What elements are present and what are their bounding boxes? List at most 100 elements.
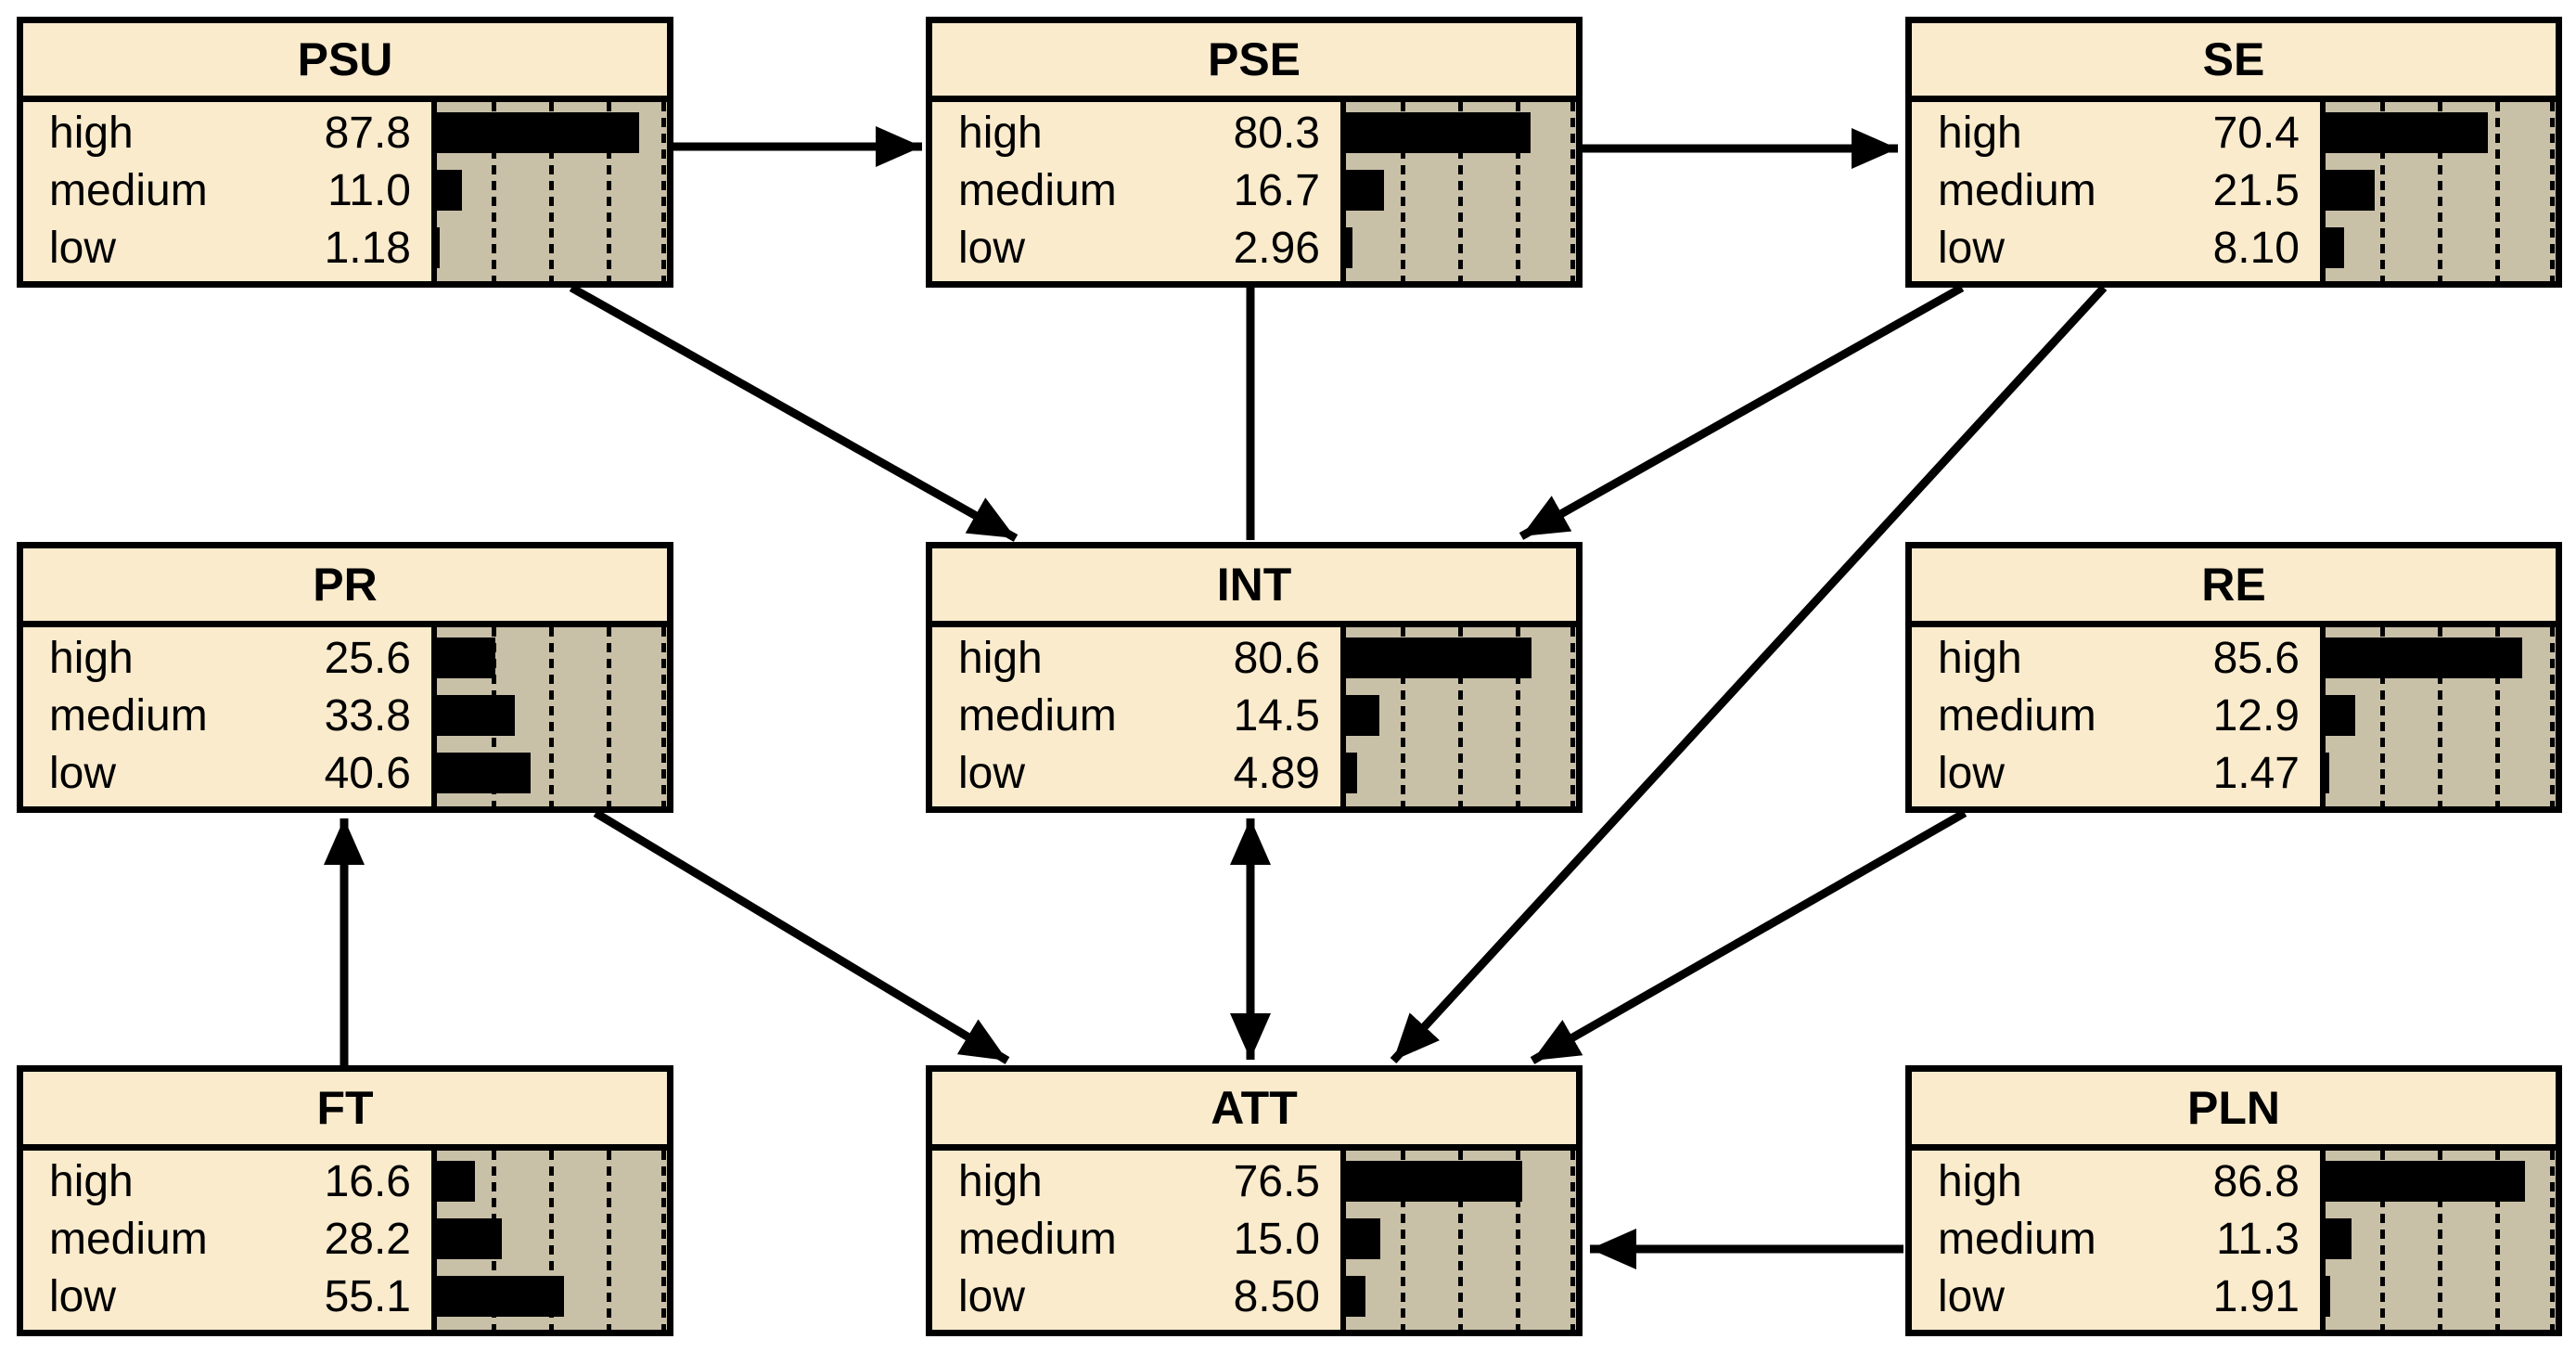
- state-row: high 86.8: [1912, 1152, 2300, 1210]
- belief-bar: [437, 1218, 502, 1259]
- gridline: [2380, 1151, 2385, 1330]
- gridline: [661, 102, 666, 281]
- belief-bar: [2326, 1218, 2352, 1259]
- gridline: [1401, 1151, 1405, 1330]
- state-value: 2.96: [1233, 223, 1320, 273]
- state-row: low 1.18: [23, 219, 411, 277]
- belief-bar-chart: [431, 1151, 667, 1330]
- gridline: [549, 1151, 554, 1330]
- belief-bar: [1346, 753, 1358, 793]
- state-label: high: [1938, 633, 2022, 683]
- belief-bar: [437, 637, 496, 678]
- state-value: 8.50: [1233, 1271, 1320, 1321]
- state-label: low: [49, 748, 117, 798]
- gridline: [1516, 102, 1520, 281]
- state-label: low: [49, 1271, 117, 1321]
- state-label: high: [1938, 1156, 2022, 1206]
- node-body: high 76.5 medium 15.0 low 8.50: [932, 1151, 1576, 1330]
- state-value: 16.6: [324, 1156, 411, 1206]
- node-PSU: PSU high 87.8 medium 11.0 low 1.18: [17, 17, 673, 288]
- state-row: high 87.8: [23, 104, 411, 161]
- state-label: medium: [1938, 165, 2096, 215]
- belief-bar: [437, 753, 531, 793]
- edge-PSU-INT: [569, 284, 1019, 542]
- belief-bar-chart: [2320, 102, 2556, 281]
- state-row: low 4.89: [932, 744, 1320, 802]
- node-title: PR: [23, 548, 667, 627]
- state-row: high 76.5: [932, 1152, 1320, 1210]
- gridline: [1570, 102, 1575, 281]
- node-title: RE: [1912, 548, 2556, 627]
- state-row: medium 33.8: [23, 687, 411, 744]
- gridline: [2438, 1151, 2442, 1330]
- state-row: medium 14.5: [932, 687, 1320, 744]
- node-INT: INT high 80.6 medium 14.5 low 4.89: [926, 542, 1583, 813]
- state-value: 21.5: [2212, 165, 2300, 215]
- belief-bar: [2326, 637, 2523, 678]
- belief-bar: [437, 1161, 476, 1202]
- node-SE: SE high 70.4 medium 21.5 low 8.10: [1905, 17, 2562, 288]
- belief-bar: [1346, 1161, 1522, 1202]
- state-row: high 70.4: [1912, 104, 2300, 161]
- node-body: high 87.8 medium 11.0 low 1.18: [23, 102, 667, 281]
- belief-bar: [1346, 112, 1532, 153]
- belief-bar: [437, 1276, 564, 1317]
- state-value: 14.5: [1233, 690, 1320, 740]
- state-value: 40.6: [324, 748, 411, 798]
- state-value: 28.2: [324, 1214, 411, 1264]
- edge-RE-ATT: [1530, 809, 1967, 1064]
- state-label: medium: [49, 1214, 208, 1264]
- belief-bar: [1346, 637, 1532, 678]
- belief-bar: [2326, 227, 2345, 268]
- state-label: medium: [1938, 690, 2096, 740]
- state-label: high: [958, 1156, 1043, 1206]
- belief-bar: [2326, 112, 2488, 153]
- state-row: high 16.6: [23, 1152, 411, 1210]
- state-label: high: [49, 108, 134, 158]
- state-label: low: [1938, 748, 2006, 798]
- gridline: [549, 627, 554, 806]
- gridline: [607, 102, 611, 281]
- node-FT: FT high 16.6 medium 28.2 low 55.1: [17, 1065, 673, 1336]
- state-value: 87.8: [324, 108, 411, 158]
- belief-bar: [2326, 1276, 2330, 1317]
- state-value: 1.47: [2212, 748, 2300, 798]
- gridline: [2550, 1151, 2555, 1330]
- belief-bar: [1346, 695, 1379, 736]
- belief-bar-chart: [1340, 102, 1576, 281]
- belief-bar-chart: [2320, 1151, 2556, 1330]
- state-row: high 85.6: [1912, 629, 2300, 687]
- gridline: [2380, 627, 2385, 806]
- gridline: [549, 102, 554, 281]
- node-RE: RE high 85.6 medium 12.9 low 1.47: [1905, 542, 2562, 813]
- belief-bar: [437, 227, 440, 268]
- node-ATT: ATT high 76.5 medium 15.0 low 8.50: [926, 1065, 1583, 1336]
- state-row: high 25.6: [23, 629, 411, 687]
- state-label: low: [1938, 223, 2006, 273]
- gridline: [1570, 1151, 1575, 1330]
- state-label: medium: [958, 165, 1117, 215]
- state-row: low 40.6: [23, 744, 411, 802]
- state-value: 11.0: [327, 165, 411, 215]
- state-label: medium: [49, 165, 208, 215]
- gridline: [607, 1151, 611, 1330]
- belief-bar: [1346, 170, 1385, 211]
- node-PR: PR high 25.6 medium 33.8 low 40.6: [17, 542, 673, 813]
- node-body: high 80.3 medium 16.7 low 2.96: [932, 102, 1576, 281]
- gridline: [2438, 627, 2442, 806]
- state-row: medium 16.7: [932, 161, 1320, 219]
- node-body: high 16.6 medium 28.2 low 55.1: [23, 1151, 667, 1330]
- node-title: ATT: [932, 1072, 1576, 1151]
- gridline: [2550, 627, 2555, 806]
- node-title: PSE: [932, 23, 1576, 102]
- state-value: 55.1: [324, 1271, 411, 1321]
- belief-bar: [1346, 1218, 1381, 1259]
- node-body: high 25.6 medium 33.8 low 40.6: [23, 627, 667, 806]
- belief-bar: [1346, 1276, 1366, 1317]
- state-label: high: [49, 633, 134, 683]
- state-label: high: [49, 1156, 134, 1206]
- gridline: [2495, 102, 2500, 281]
- belief-bar: [1346, 227, 1353, 268]
- node-PLN: PLN high 86.8 medium 11.3 low 1.91: [1905, 1065, 2562, 1336]
- state-label: low: [958, 1271, 1026, 1321]
